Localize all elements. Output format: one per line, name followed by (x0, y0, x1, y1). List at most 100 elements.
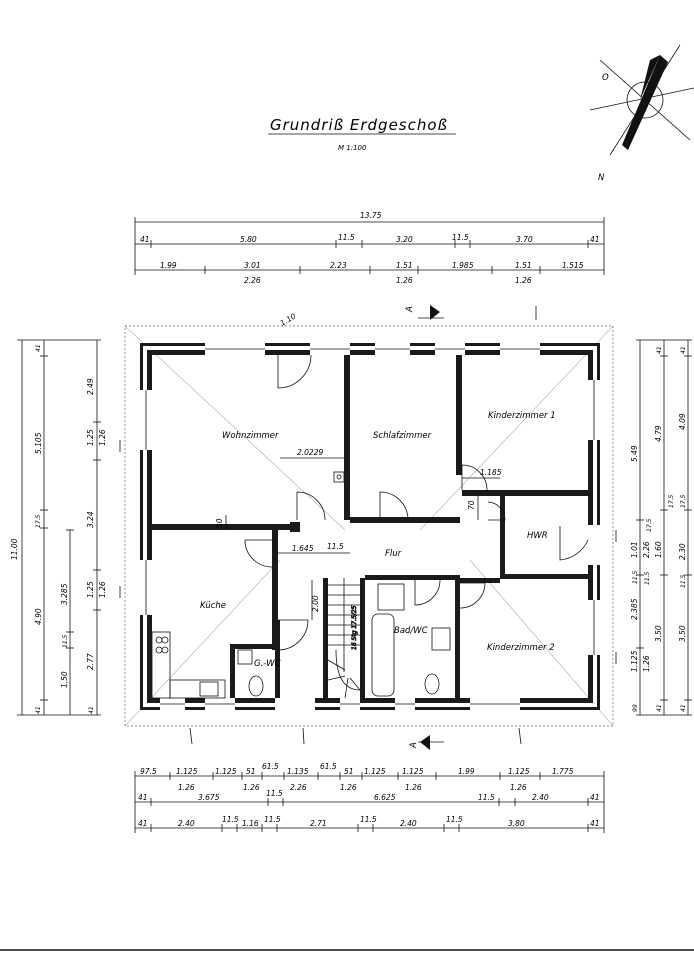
dim-right-s-3: 17.5 (668, 494, 675, 508)
dim-left-i-2: 1.25 (86, 429, 95, 446)
dim-left-o-1: 41 (35, 344, 42, 352)
room-kueche: Küche (200, 601, 226, 611)
dim-bot-3-1: 41 (138, 819, 148, 828)
stairs: 16 Stg 17.5/25 (327, 578, 361, 699)
door-swings (244, 354, 589, 651)
dim-bot-3-5: 11.5 (264, 815, 281, 824)
dim-bot-2-1: 41 (138, 793, 148, 802)
compass-o-label: O (602, 73, 609, 83)
dim-total-height: 11.00 (10, 538, 19, 560)
compass-north-label: N (598, 173, 605, 183)
dim-left-m-2: 11.5 (62, 634, 69, 648)
dim-bot-3-6: 2.71 (310, 819, 327, 828)
dim-right-b-4: 1.60 (654, 541, 663, 558)
dim-bot-1s-1: 1.26 (178, 783, 195, 792)
dim-top-3-4: 1.51 (396, 261, 413, 270)
dim-left-o-5: 41 (35, 706, 42, 714)
dim-left-i-3: 1.26 (98, 429, 107, 446)
dim-top-window: 1.10 (279, 311, 298, 327)
dim-top-3-7: 1.515 (562, 261, 584, 270)
dim-right-c-6: 3.50 (678, 625, 687, 642)
dim-top-3-6: 1.51 (515, 261, 532, 270)
dim-flur-wall: 11.5 (327, 542, 344, 551)
dim-left-o-2: 5.105 (34, 432, 43, 454)
dim-stair: 2.00 (311, 595, 320, 612)
dim-bot-2-5: 11.5 (478, 793, 495, 802)
bottom-dimensions: 97.5 1.125 1.125 51 61.5 1.135 61.5 51 1… (134, 762, 605, 833)
dim-left-i-1: 2.49 (86, 378, 95, 395)
section-mark-bottom: A (409, 742, 419, 749)
dim-right-a-5: 1.125 (630, 650, 639, 672)
dim-top-3-sub-3: 1.26 (515, 276, 532, 285)
dim-top-3-2: 3.01 (244, 261, 261, 270)
stair-steps-label: 16 Stg 17.5/25 (351, 605, 358, 650)
dim-bot-3-7: 11.5 (360, 815, 377, 824)
dim-right-c-5: 11.5 (680, 574, 687, 588)
dim-bot-3-11: 41 (590, 819, 600, 828)
dim-right-c-4: 2.30 (678, 543, 687, 560)
plan-scale: M 1:100 (338, 144, 367, 152)
dim-bot-1-4: 51 (246, 767, 256, 776)
dim-left-i-4: 3.24 (86, 511, 95, 528)
dim-right-c-2: 4.09 (678, 413, 687, 430)
room-kinderzimmer-2: Kinderzimmer 2 (487, 643, 555, 653)
dim-70: 70 (467, 500, 476, 510)
dim-bot-1-3: 1.125 (215, 767, 237, 776)
dim-flur: 1.645 (292, 544, 314, 553)
dim-bot-1-10: 1.125 (402, 767, 424, 776)
dim-bot-1-8: 51 (344, 767, 354, 776)
dim-left-m-1: 3.285 (60, 583, 69, 605)
dim-right-a-3: 11.5 (632, 570, 639, 584)
interior-dimensions: 2.0229 1.185 70 30 1.645 11.5 2.00 1.10 (215, 311, 502, 620)
dim-left-i-5: 1.25 (86, 581, 95, 598)
dim-top-3-sub-2: 1.26 (396, 276, 413, 285)
dim-left-i-8: 41 (88, 706, 95, 714)
roof-outline (124, 325, 614, 727)
dim-right-b-5: 3.50 (654, 625, 663, 642)
room-flur: Flur (385, 549, 402, 559)
dim-right-c-1: 41 (680, 346, 687, 354)
dim-bot-3-10: 3.80 (508, 819, 525, 828)
dim-kinder1: 1.185 (480, 468, 502, 477)
dim-right-a-1: 5.49 (630, 445, 639, 462)
dim-wohn-width: 2.0229 (297, 448, 323, 457)
fixtures (151, 471, 451, 699)
room-badwc: Bad/WC (394, 626, 428, 636)
dim-top-2-4: 3.20 (396, 235, 413, 244)
dim-left-i-6: 1.26 (98, 581, 107, 598)
dim-right-s-2: 11.5 (644, 571, 651, 585)
dim-bot-1-2: 1.125 (176, 767, 198, 776)
dim-right-b-2: 4.79 (654, 425, 663, 442)
dim-top-2-7: 41 (590, 235, 600, 244)
top-dimensions: 13.75 41 5.80 11.5 3.20 11.5 3.70 41 1.9… (134, 211, 605, 285)
dim-right-a-6: 1.26 (642, 655, 651, 672)
dim-right-c-3: 17.5 (680, 494, 687, 508)
dim-30: 30 (215, 518, 224, 528)
dim-top-2-6: 3.70 (516, 235, 533, 244)
room-schlafzimmer: Schlafzimmer (373, 431, 432, 441)
dim-right-a-4: 2.385 (630, 598, 639, 620)
dim-right-b-6: 41 (656, 704, 663, 712)
dim-left-o-4: 4.90 (34, 608, 43, 625)
dim-top-3-1: 1.99 (160, 261, 177, 270)
dim-bot-3-4: 1.16 (242, 819, 259, 828)
dim-bot-1s-5: 1.26 (405, 783, 422, 792)
dim-left-o-3: 17.5 (35, 514, 42, 528)
dim-bot-1-6: 1.135 (287, 767, 309, 776)
room-gwc: G.-WC (254, 659, 281, 669)
dim-right-a-7: 99 (632, 704, 639, 712)
dim-left-m-3: 1.50 (60, 671, 69, 688)
dim-top-2-2: 5.80 (240, 235, 257, 244)
compass-icon: O N (589, 44, 694, 183)
dim-left-i-7: 2.77 (86, 653, 95, 670)
room-wohnzimmer: Wohnzimmer (222, 431, 279, 441)
dim-bot-1s-4: 1.26 (340, 783, 357, 792)
plan-title: Grundriß Erdgeschoß (270, 116, 448, 134)
dim-bot-1-5: 61.5 (262, 762, 279, 771)
dim-bot-1-1: 97.5 (140, 767, 157, 776)
dim-bot-1-12: 1.125 (508, 767, 530, 776)
dim-total-width: 13.75 (360, 211, 382, 220)
dim-bot-2-6: 2.40 (532, 793, 549, 802)
dim-bot-1-13: 1.775 (552, 767, 574, 776)
dim-right-s-1: 17.5 (646, 518, 653, 532)
